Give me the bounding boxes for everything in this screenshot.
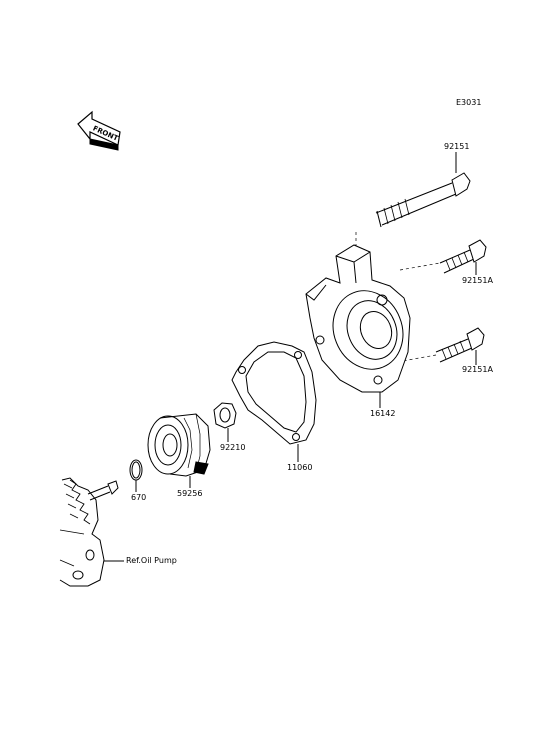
part-label-670: 670 [131,493,147,502]
part-label-92151: 92151 [444,142,470,151]
part-label-92151a-upper: 92151A [462,276,493,285]
reference-label: Ref.Oil Pump [126,556,177,565]
nut [213,402,237,429]
short-bolt-lower [435,327,485,365]
o-ring [129,459,143,481]
front-arrow-icon: FRONT [77,110,121,151]
oil-pump-reference [59,477,119,587]
part-label-59256: 59256 [177,489,203,498]
part-label-11060: 11060 [287,463,313,472]
impeller [147,413,211,477]
gasket [231,341,317,445]
long-bolt [375,152,471,228]
part-label-16142: 16142 [370,409,396,418]
short-bolt-upper [439,239,487,275]
diagram-code: E3031 [456,98,482,107]
pump-cover [305,244,411,393]
part-label-92151a-lower: 92151A [462,365,493,374]
part-label-92210: 92210 [220,443,246,452]
